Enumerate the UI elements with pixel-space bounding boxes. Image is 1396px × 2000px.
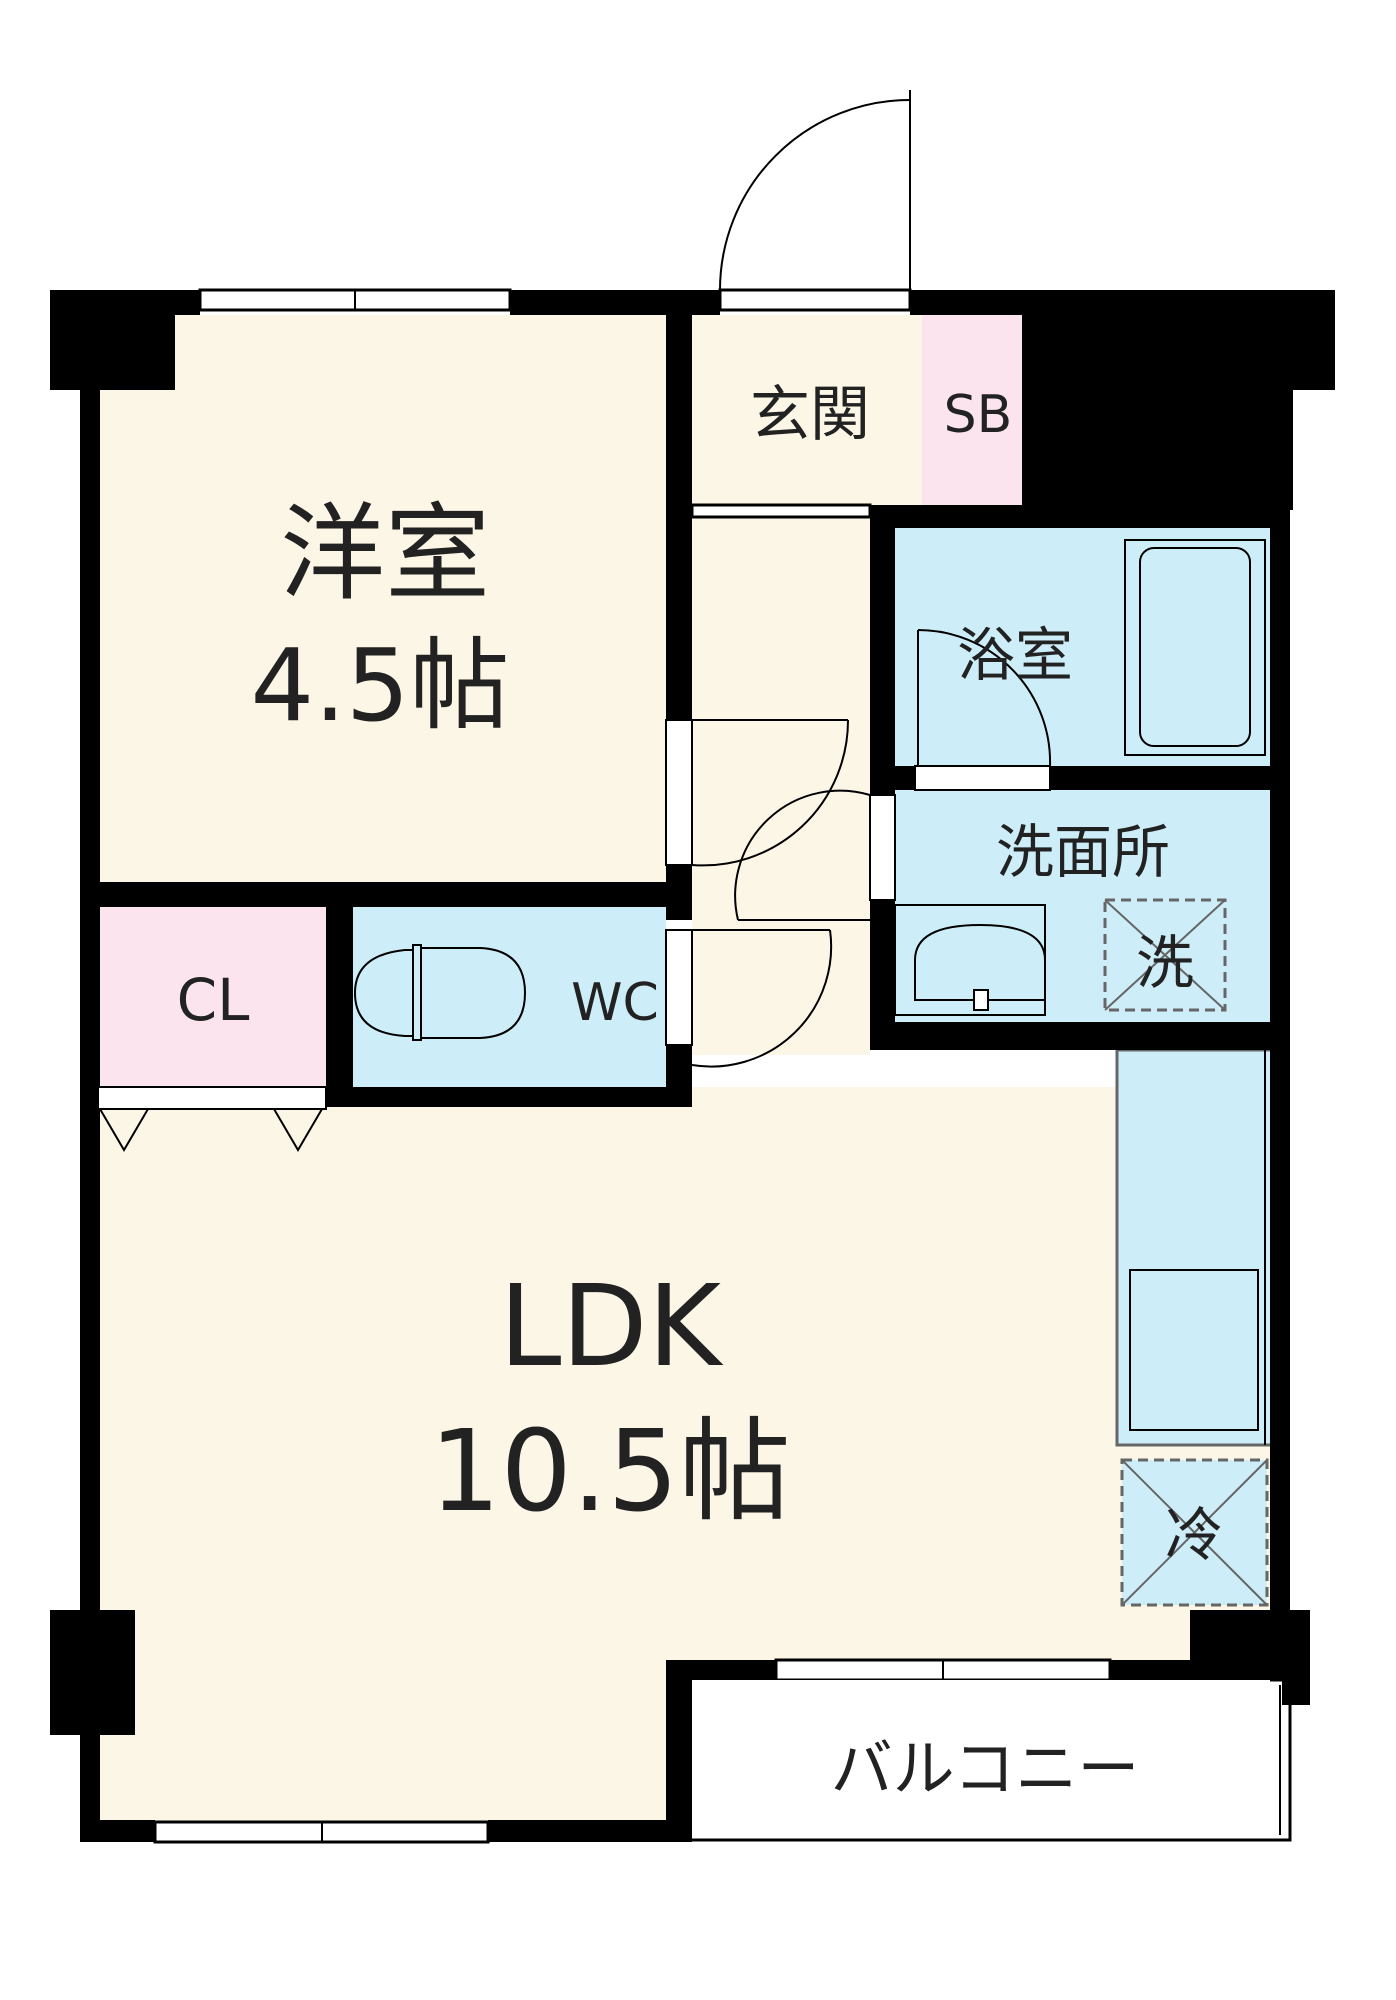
wall-balcony-vertical — [666, 1660, 692, 1842]
entrance-threshold — [718, 288, 912, 312]
wall-western-room-bottom — [80, 882, 692, 907]
wall-wash-bottom — [870, 1022, 1290, 1050]
wall-left-lower — [80, 1735, 100, 1840]
ldk-size: 10.5帖 — [429, 1407, 790, 1537]
shoe-box-label: SB — [944, 385, 1013, 445]
wall-balcony-top-left — [666, 1660, 776, 1680]
washer-space — [1103, 898, 1227, 1012]
wall-bath-left — [870, 505, 895, 795]
ldk-name: LDK — [499, 1262, 724, 1392]
western-room-name: 洋室 — [280, 493, 490, 615]
closet-doors — [97, 1086, 327, 1152]
washroom-label: 洗面所 — [996, 818, 1170, 886]
wall-bath-top — [870, 505, 1290, 528]
room-labels: 洋室 4.5帖 玄関 SB 浴室 洗面所 洗 CL WC LDK 10.5帖 冷… — [177, 380, 1223, 1805]
wall-bottom-left — [80, 1820, 155, 1842]
wall-western-room-right — [666, 290, 692, 720]
entrance-step — [690, 503, 872, 519]
entrance-label: 玄関 — [750, 380, 870, 450]
balcony-label: バルコニー — [831, 1732, 1140, 1805]
fridge-label: 冷 — [1165, 1501, 1223, 1569]
ldk-floor-lower — [98, 1660, 678, 1822]
wall-top-right — [910, 290, 1045, 315]
shoe-box-floor — [922, 315, 1034, 505]
wall-right — [1270, 510, 1290, 1620]
stove-icon — [1129, 1269, 1259, 1431]
western-room-size: 4.5帖 — [250, 627, 509, 744]
balcony — [692, 1678, 1292, 1842]
interior-doors — [665, 629, 1052, 1068]
floor-fills — [98, 315, 1274, 1822]
washer-label: 洗 — [1136, 929, 1194, 997]
entrance-floor — [692, 315, 922, 505]
wall-top-left — [50, 290, 200, 315]
bathroom-label: 浴室 — [957, 621, 1073, 689]
wall-balcony-top-right — [1110, 1660, 1200, 1680]
wall-closet-toilet — [326, 882, 353, 1107]
column-top-right-block — [1035, 290, 1293, 510]
wall-toilet-bottom — [326, 1087, 692, 1107]
ldk-floor — [98, 1087, 1270, 1672]
wall-left-upper — [80, 290, 100, 1610]
entrance-door — [719, 90, 911, 291]
wall-entrance-shoebox — [1022, 315, 1036, 505]
toilet-label: WC — [571, 973, 659, 1033]
western-room-floor — [98, 315, 666, 882]
fixtures — [353, 539, 1268, 1606]
closet-floor — [98, 907, 326, 1087]
wall-bottom-mid — [488, 1820, 688, 1842]
column-bottom-left — [50, 1610, 135, 1735]
closet-label: CL — [177, 966, 250, 1034]
